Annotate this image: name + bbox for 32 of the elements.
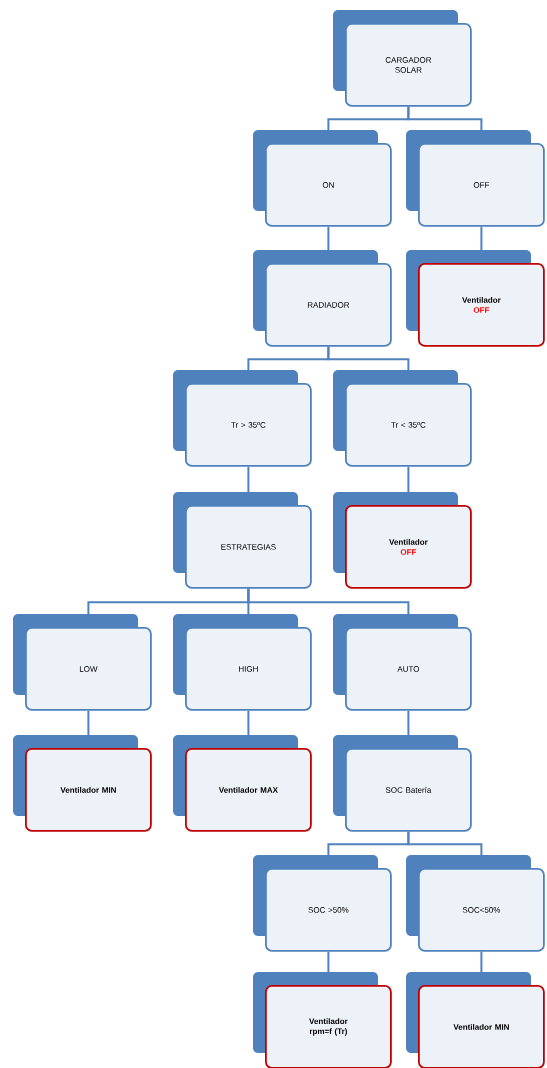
connector [87, 709, 90, 736]
connector [407, 465, 410, 493]
process-box: Tr > 35ºC [173, 370, 312, 467]
connector [480, 950, 483, 973]
process-box: SOC >50% [253, 855, 392, 952]
connector [327, 345, 410, 371]
process-box: ESTRATEGIAS [173, 492, 312, 589]
process-box: RADIADOR [253, 250, 392, 347]
result-box: Ventilador OFF [406, 250, 545, 347]
process-box: Tr < 35ºC [333, 370, 472, 467]
connector [247, 709, 250, 736]
process-box: HIGH [173, 614, 312, 711]
connector [407, 830, 483, 856]
process-box: CARGADOR SOLAR [333, 10, 472, 107]
result-box: Ventilador MIN [406, 972, 545, 1068]
result-box: Ventilador MIN [13, 735, 152, 832]
result-box: Ventilador OFF [333, 492, 472, 589]
result-box: Ventilador MAX [173, 735, 312, 832]
process-box: LOW [13, 614, 152, 711]
process-box: AUTO [333, 614, 472, 711]
connector [407, 709, 410, 736]
connector [407, 105, 483, 131]
process-box: OFF [406, 130, 545, 227]
process-box: SOC<50% [406, 855, 545, 952]
connector [480, 225, 483, 251]
connector [247, 465, 250, 493]
connector [327, 225, 330, 251]
process-box: ON [253, 130, 392, 227]
result-box: Ventilador rpm=f (Tr) [253, 972, 392, 1068]
connector [247, 587, 410, 615]
connector [327, 950, 330, 973]
process-box: SOC Batería [333, 735, 472, 832]
